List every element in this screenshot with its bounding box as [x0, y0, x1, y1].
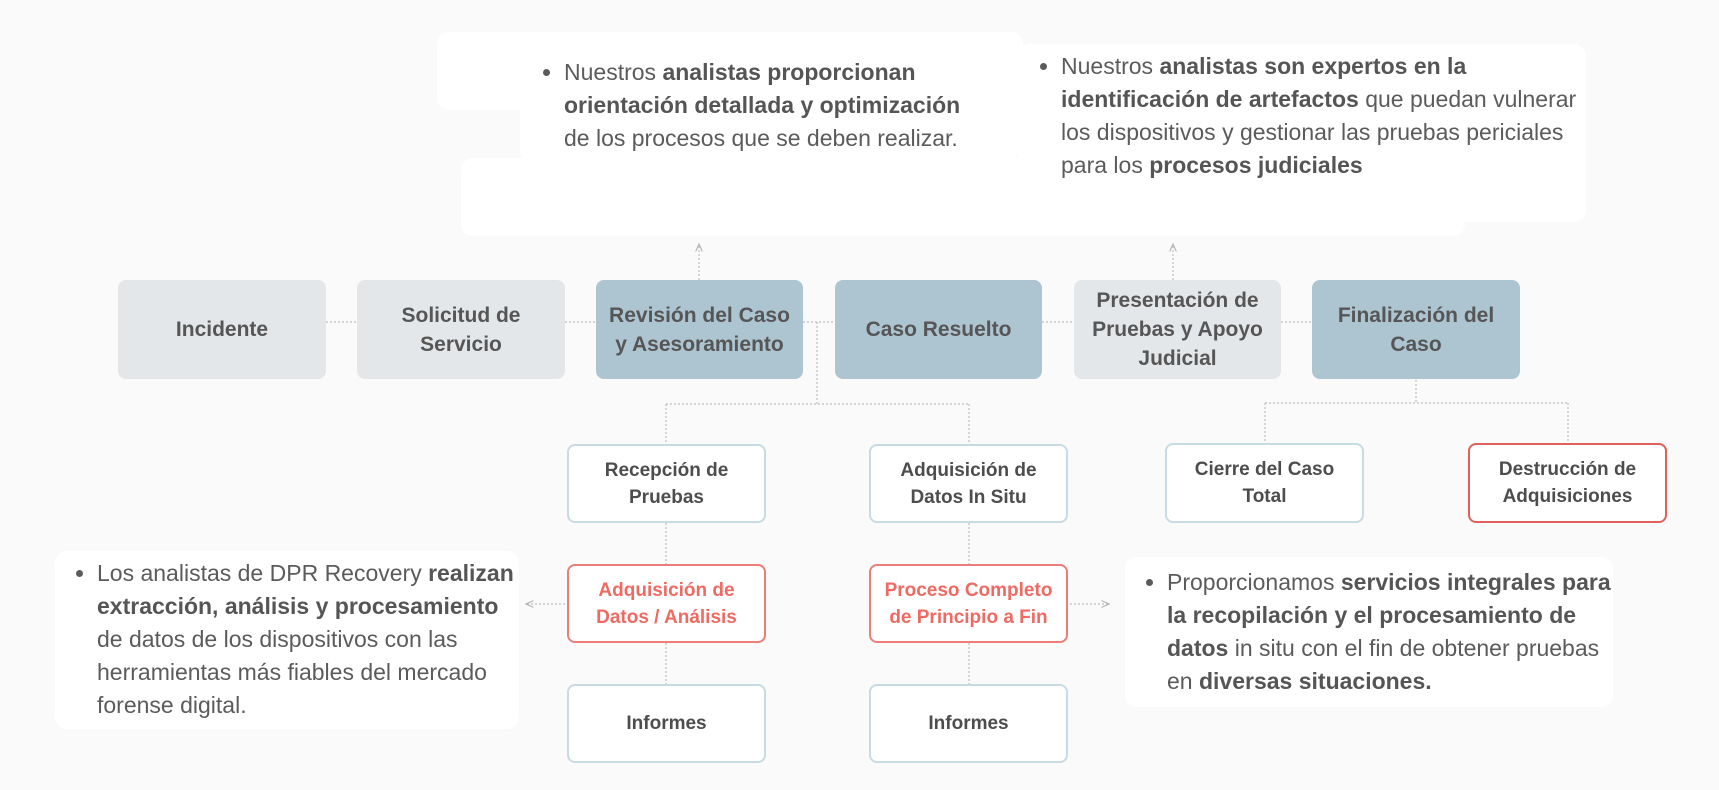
sub-cierre-del-caso: Cierre del Caso Total	[1165, 443, 1364, 523]
note-top-left: Nuestros analistas proporcionan orientac…	[543, 56, 983, 155]
step-incidente: Incidente	[118, 280, 326, 379]
sub-informes-right: Informes	[869, 684, 1068, 763]
note-bottom-right: Proporcionamos servicios integrales para…	[1146, 566, 1612, 698]
bullet-icon	[543, 69, 550, 76]
note-bubble-background	[1018, 44, 1586, 222]
note-text: Proporcionamos servicios integrales para…	[1167, 569, 1611, 694]
note-bubble-background	[55, 551, 519, 729]
sub-destruccion-de-adquisiciones: Destrucción de Adquisiciones	[1468, 443, 1667, 523]
sub-informes-left: Informes	[567, 684, 766, 763]
bullet-icon	[1040, 63, 1047, 70]
note-text: Nuestros analistas proporcionan orientac…	[564, 59, 961, 151]
note-text: Nuestros analistas son expertos en la id…	[1061, 53, 1577, 178]
step-solicitud-de-servicio: Solicitud de Servicio	[357, 280, 565, 379]
note-top-right: Nuestros analistas son expertos en la id…	[1040, 50, 1580, 182]
sub-adquisicion-in-situ: Adquisición de Datos In Situ	[869, 444, 1068, 523]
bullet-icon	[76, 570, 83, 577]
step-finalizacion-del-caso: Finalización del Caso	[1312, 280, 1520, 379]
note-bubble-background	[520, 95, 1018, 163]
note-bottom-left: Los analistas de DPR Recovery realizan e…	[76, 557, 516, 722]
sub-adquisicion-analisis: Adquisición de Datos / Análisis	[567, 564, 766, 643]
note-text: Los analistas de DPR Recovery realizan e…	[97, 560, 514, 718]
step-caso-resuelto: Caso Resuelto	[835, 280, 1042, 379]
sub-recepcion-de-pruebas: Recepción de Pruebas	[567, 444, 766, 523]
note-bubble-background	[1125, 557, 1613, 707]
step-revision-del-caso: Revisión del Caso y Asesoramiento	[596, 280, 803, 379]
step-presentacion-de-pruebas: Presentación de Pruebas y Apoyo Judicial	[1074, 280, 1281, 379]
sub-proceso-completo: Proceso Completo de Principio a Fin	[869, 564, 1068, 643]
bullet-icon	[1146, 579, 1153, 586]
